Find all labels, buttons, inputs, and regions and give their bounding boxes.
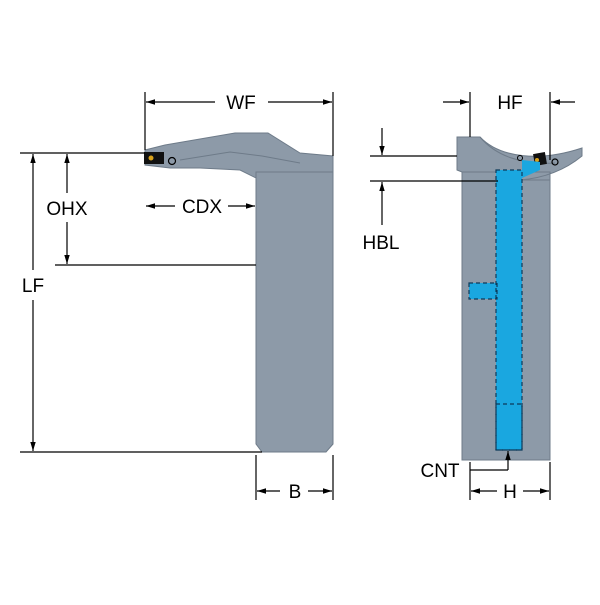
label-ohx: OHX — [46, 199, 88, 220]
side-view — [144, 132, 334, 453]
coolant-upper-channel — [498, 160, 540, 178]
front-screw — [551, 158, 559, 166]
coolant-side-port — [469, 283, 497, 299]
side-insert-tip — [148, 155, 154, 161]
coolant-channel — [496, 170, 522, 450]
side-dimensions — [20, 92, 334, 500]
front-dimensions — [370, 92, 575, 500]
front-screw-2 — [517, 155, 523, 161]
side-head-blade — [144, 132, 334, 179]
label-b: B — [289, 482, 302, 503]
coolant-cut-outline — [495, 403, 523, 451]
label-h: H — [503, 482, 517, 503]
side-head-contour — [179, 151, 301, 164]
side-shank — [255, 171, 334, 453]
side-insert — [144, 152, 164, 164]
coolant-channel-cut — [496, 404, 522, 450]
front-view — [456, 136, 583, 461]
label-lf: LF — [22, 276, 44, 297]
side-clamp-screw — [167, 156, 177, 166]
label-cdx: CDX — [182, 197, 222, 218]
label-hbl: HBL — [363, 233, 400, 254]
label-wf: WF — [226, 93, 256, 114]
front-insert-tip — [535, 158, 539, 162]
label-cnt: CNT — [420, 461, 459, 482]
coolant-port-outline — [468, 282, 498, 300]
label-hf: HF — [497, 93, 522, 114]
